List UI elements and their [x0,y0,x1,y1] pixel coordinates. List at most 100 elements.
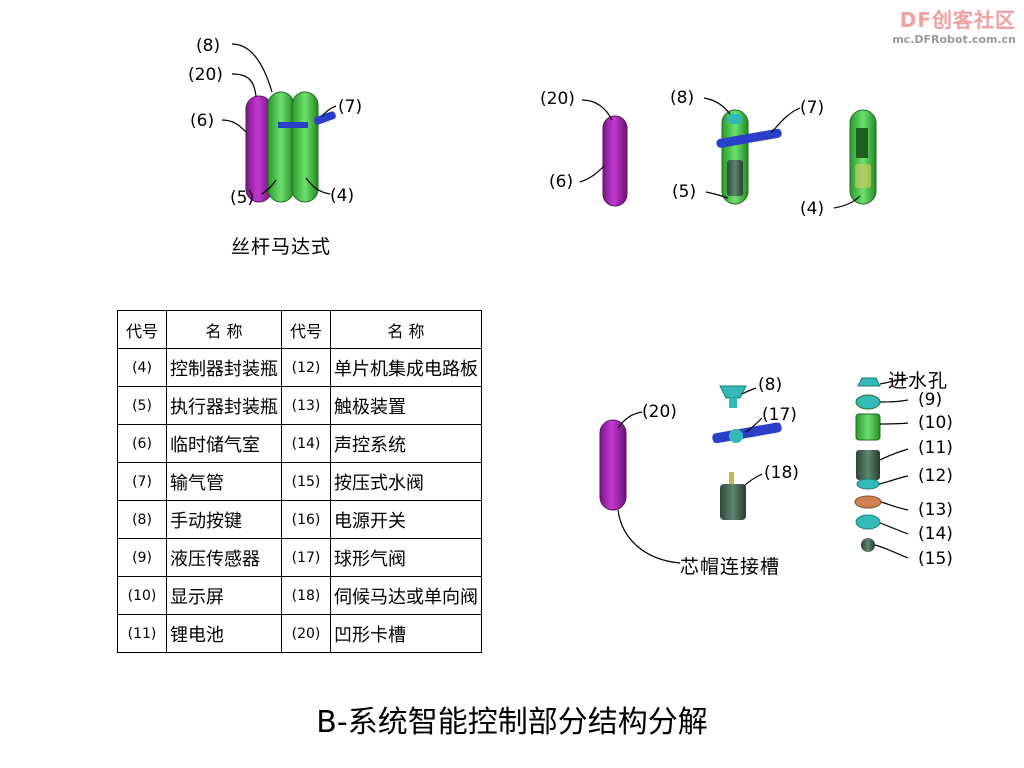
table-row: (7) 输气管 (15) 按压式水阀 [117,462,482,501]
callout-8: (8) [196,36,220,56]
callout-6: (6) [190,111,214,131]
callouts-controller-stack: (10) (9) (11) (12) (13) (14) (15) [874,377,953,569]
page-title: B-系统智能控制部分结构分解 [316,705,708,740]
part-code: (18) [281,576,331,615]
part-code: (9) [117,538,167,577]
callout-20: (20) [540,89,575,109]
header-code: 代号 [281,310,331,349]
servo-part [720,484,746,520]
part-name: 临时储气室 [166,424,282,463]
callout-20: (20) [642,402,677,422]
part-code: (8) [117,500,167,539]
display-part [856,128,868,158]
parts-legend-table: 代号 名 称 代号 名 称 (4) 控制器封装瓶 (12) 单片机集成电路板 (… [117,310,482,653]
part-code: (11) [117,614,167,653]
callouts-screw-motor: (8) (20) (6) (7) (5) (4) [188,36,362,208]
watermark-logo: DF创客社区 [899,8,1016,32]
callout-6: (6) [549,172,573,192]
callout-10: (10) [918,413,953,433]
assembly-core-cap [599,385,782,520]
part-name: 按压式水阀 [330,462,482,501]
header-code: 代号 [117,310,167,349]
electrode-part [854,495,882,509]
motor-part [727,160,743,196]
caption-screw-motor: 丝杆马达式 [231,236,332,258]
part-code: (10) [117,576,167,615]
part-name: 控制器封装瓶 [166,348,282,387]
assembly-controller-stack [854,377,882,552]
watermark: DF创客社区 mc.DFRobot.com.cn [892,4,1016,46]
battery-part [856,450,880,480]
part-code: (14) [281,424,331,463]
callout-18: (18) [764,463,799,483]
button-part [719,385,747,399]
valve-part [861,538,875,552]
cap-ring-part [855,394,881,410]
part-name: 执行器封装瓶 [166,386,282,425]
part-name: 手动按键 [166,500,282,539]
ball-valve-part [729,429,743,443]
air-pipe-part [716,128,782,148]
callout-7: (7) [800,98,824,118]
header-name: 名 称 [166,310,282,349]
button-part [728,114,742,124]
callout-8: (8) [758,375,782,395]
servo-stem-part [729,472,734,488]
part-name: 球形气阀 [330,538,482,577]
callout-9: (9) [918,390,942,410]
callout-17: (17) [762,405,797,425]
part-code: (5) [117,386,167,425]
table-row: (4) 控制器封装瓶 (12) 单片机集成电路板 [117,348,482,387]
header-name: 名 称 [330,310,482,349]
callout-7: (7) [338,97,362,117]
part-name: 触极装置 [330,386,482,425]
pcb-part [856,478,880,490]
valve-pipe-part [712,422,782,444]
part-name: 输气管 [166,462,282,501]
callout-5: (5) [230,188,254,208]
callouts-exploded-top: (20) (6) (8) (7) (5) (4) [540,88,861,219]
connector-part [278,122,308,128]
table-header-row: 代号 名 称 代号 名 称 [117,310,482,349]
table-row: (5) 执行器封装瓶 (13) 触极装置 [117,386,482,425]
part-code: (6) [117,424,167,463]
table-row: (6) 临时储气室 (14) 声控系统 [117,424,482,463]
gas-chamber-part [602,115,628,207]
part-name: 液压传感器 [166,538,282,577]
air-pipe-part [314,111,336,125]
part-name: 凹形卡槽 [330,614,482,653]
callout-4: (4) [800,199,824,219]
part-name: 电源开关 [330,500,482,539]
controller-bottle-part [291,91,319,203]
voice-control-part [855,514,881,530]
callouts-core-cap: (20) (8) (17) (18) [617,375,799,564]
callout-20: (20) [188,65,223,85]
part-code: (12) [281,348,331,387]
part-name: 声控系统 [330,424,482,463]
callout-12: (12) [918,466,953,486]
caption-inlet: 进水孔 [888,370,949,392]
callout-5: (5) [672,182,696,202]
callout-11: (11) [918,438,953,458]
part-code: (4) [117,348,167,387]
button-stem-part [729,398,737,408]
callout-4: (4) [330,186,354,206]
table-row: (9) 液压传感器 (17) 球形气阀 [117,538,482,577]
callout-8: (8) [670,88,694,108]
callout-13: (13) [918,500,953,520]
part-name: 伺候马达或单向阀 [330,576,482,615]
table-row: (8) 手动按键 (16) 电源开关 [117,500,482,539]
caption-core-cap-slot: 芯帽连接槽 [680,556,781,578]
part-code: (7) [117,462,167,501]
part-code: (13) [281,386,331,425]
part-code: (17) [281,538,331,577]
battery-part [855,164,871,188]
table-row: (10) 显示屏 (18) 伺候马达或单向阀 [117,576,482,615]
part-name: 单片机集成电路板 [330,348,482,387]
part-code: (20) [281,614,331,653]
callout-15: (15) [918,549,953,569]
assembly-exploded-top [602,109,877,207]
part-code: (16) [281,500,331,539]
part-code: (15) [281,462,331,501]
inlet-cap-part [857,377,881,387]
